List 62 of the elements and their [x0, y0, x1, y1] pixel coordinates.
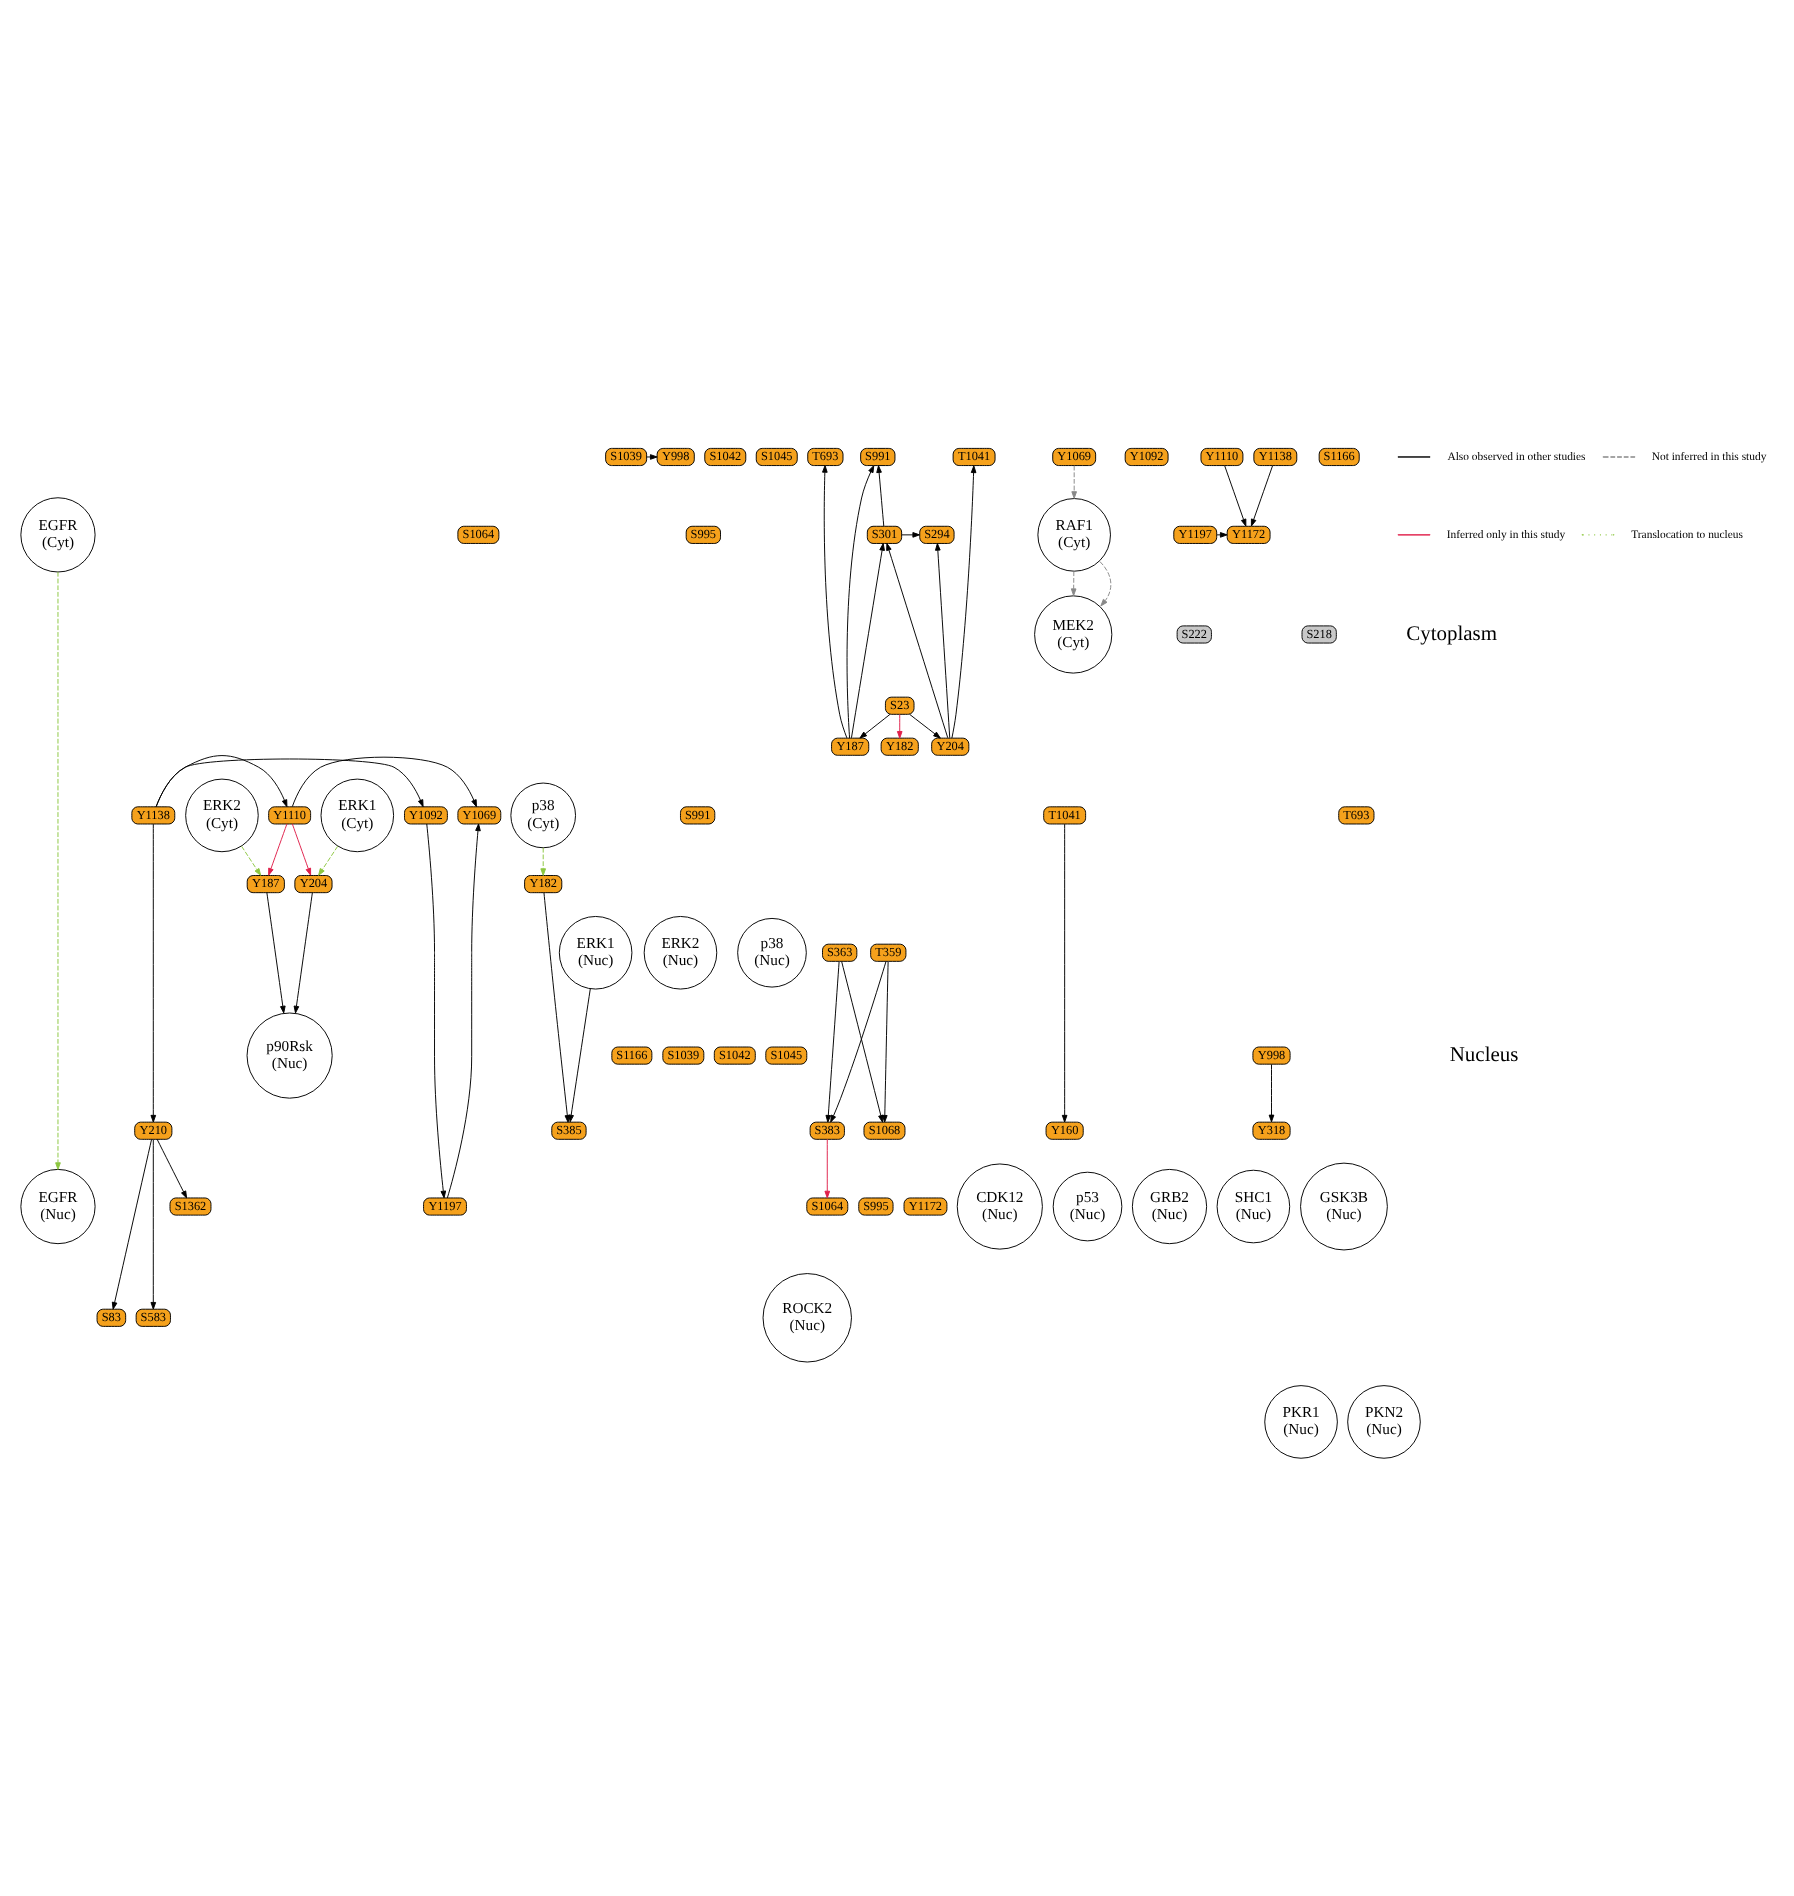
node-circle: ERK2 (Nuc) — [643, 914, 718, 989]
arrow — [876, 464, 885, 526]
arrow — [951, 464, 977, 738]
node-circle: CDK12 (Nuc) — [956, 1162, 1043, 1249]
arrow — [111, 1138, 152, 1309]
arrow — [824, 1137, 831, 1198]
node-circle: p38 (Nuc) — [737, 916, 807, 987]
node-circle: PKN2 (Nuc) — [1347, 1384, 1421, 1458]
arrow — [293, 891, 313, 1013]
arrow — [291, 755, 477, 807]
arrow — [543, 891, 571, 1122]
node-circle: EGFR (Cyt) — [20, 496, 96, 572]
arrow — [859, 712, 891, 738]
arrow — [830, 960, 887, 1122]
arrow — [55, 570, 61, 1169]
arrow — [646, 453, 658, 459]
arrow — [1268, 1062, 1275, 1122]
arrow — [1071, 464, 1077, 498]
arrow — [568, 987, 591, 1122]
node-circle: p38 (Cyt) — [510, 781, 576, 848]
arrow — [901, 531, 921, 537]
arrow — [851, 542, 885, 738]
label: Nucleus — [1449, 1043, 1519, 1066]
arrow — [1070, 569, 1077, 595]
arrow — [150, 1138, 157, 1309]
node-circle: RAF1 (Cyt) — [1037, 497, 1111, 571]
arrow — [268, 822, 288, 875]
arrow — [1099, 560, 1112, 606]
node-circle: ROCK2 (Nuc) — [762, 1272, 852, 1362]
node-circle: ERK1 (Nuc) — [558, 914, 633, 989]
node-circle: GRB2 (Nuc) — [1131, 1167, 1208, 1244]
arrow — [1216, 531, 1228, 537]
arrow — [881, 960, 889, 1122]
node-circle: PKR1 (Nuc) — [1264, 1384, 1338, 1458]
arrow — [241, 844, 262, 875]
arrow — [896, 713, 903, 738]
node-circle: SHC1 (Nuc) — [1216, 1168, 1291, 1243]
arrow — [1250, 464, 1274, 526]
arrow — [935, 542, 951, 738]
arrow — [822, 464, 848, 738]
arrow — [540, 846, 546, 875]
arrow — [1224, 464, 1247, 526]
arrow — [446, 822, 481, 1198]
node-circle: ERK1 (Cyt) — [320, 777, 395, 852]
arrow — [1061, 822, 1068, 1122]
node-circle: ERK2 (Cyt) — [185, 777, 259, 852]
arrow — [825, 960, 840, 1122]
arrow — [318, 844, 339, 875]
arrow — [909, 712, 941, 738]
node-circle: p53 (Nuc) — [1052, 1170, 1123, 1241]
label: Cytoplasm — [1406, 622, 1498, 645]
node-circle: GSK3B (Nuc) — [1300, 1161, 1388, 1250]
node-circle: EGFR (Nuc) — [20, 1167, 96, 1244]
arrow — [291, 822, 312, 875]
arrow — [841, 960, 884, 1122]
arrow — [266, 891, 286, 1013]
arrow — [156, 1137, 188, 1198]
arrow — [150, 822, 157, 1122]
arrow — [846, 464, 875, 738]
arrow — [426, 822, 447, 1198]
node-circle: p90Rsk (Nuc) — [246, 1011, 333, 1098]
arrow — [155, 754, 288, 807]
